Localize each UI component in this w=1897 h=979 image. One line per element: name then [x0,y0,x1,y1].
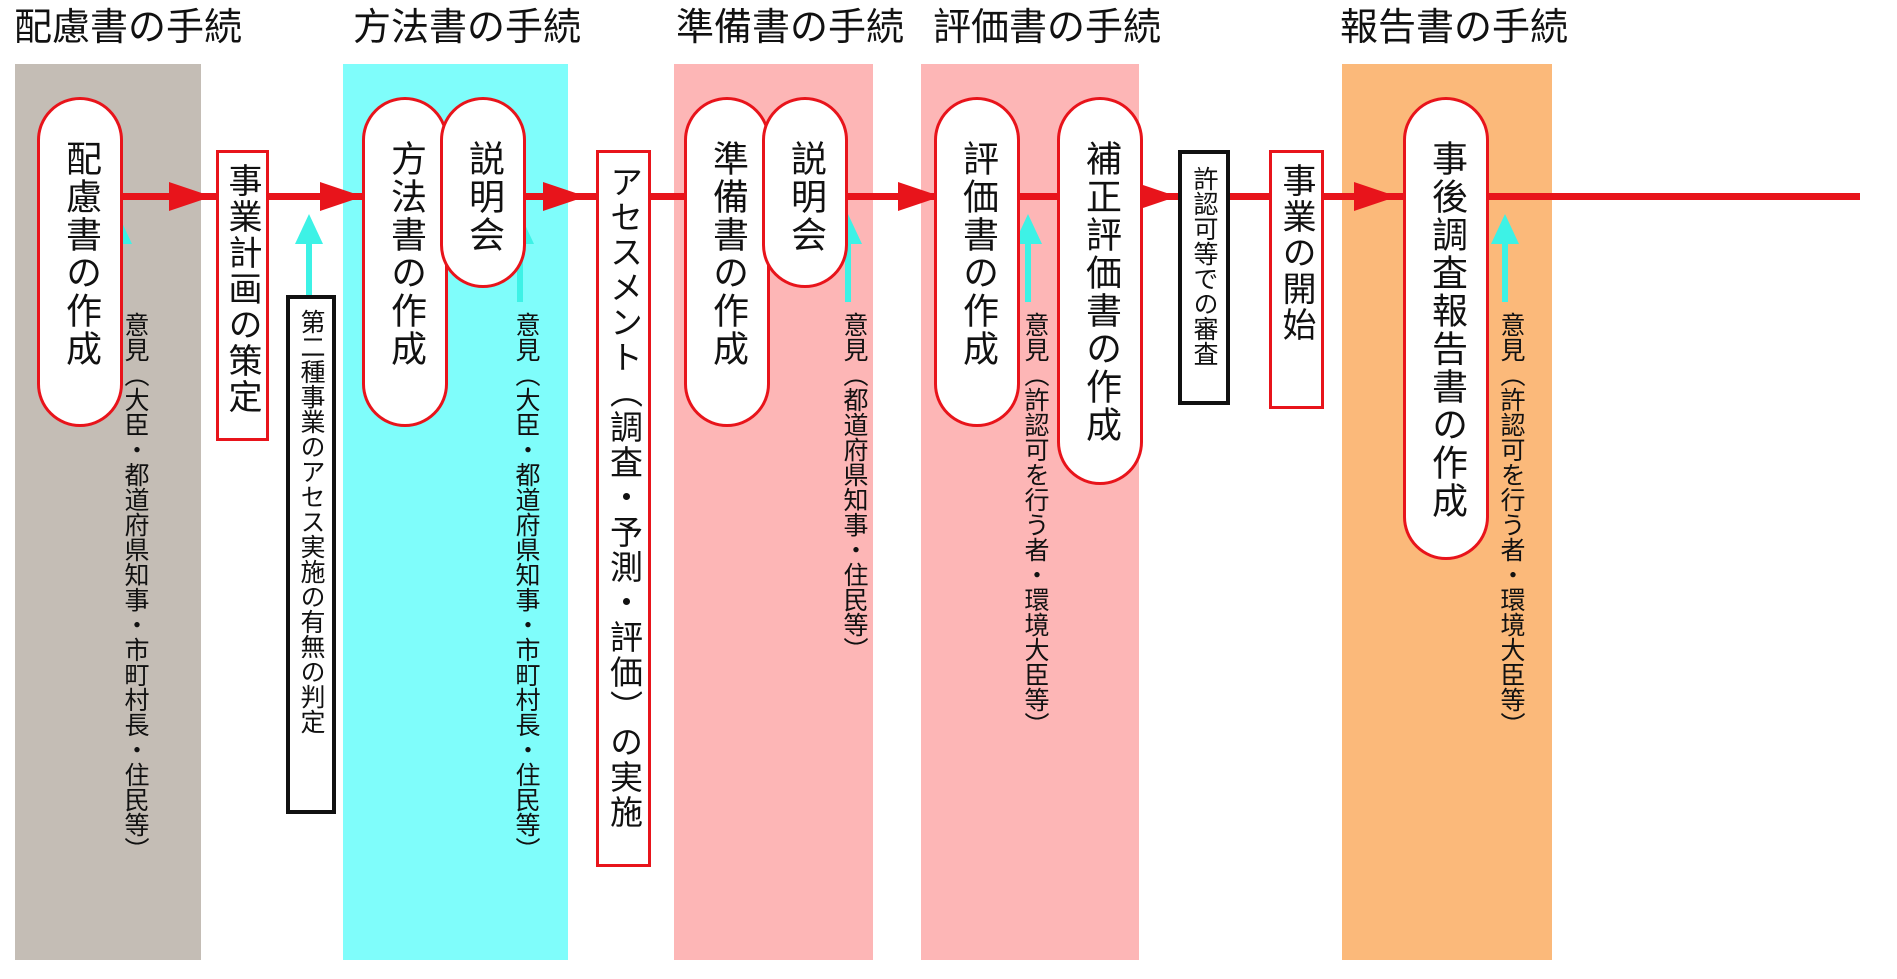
node-assessment: アセスメント（調査・予測・評価）の実施 [596,150,651,867]
node-jigyo-keikaku: 事業計画の策定 [216,150,269,441]
node-jigyo-kaishi: 事業の開始 [1269,150,1324,409]
opinion-note-2: 意見（大臣・都道府県知事・市町村長・住民等） [512,312,541,862]
node-daini-shu-hantei: 第二種事業のアセス実施の有無の判定 [286,295,336,814]
flow-arrowhead [543,182,586,211]
opinion-note-3: 意見（都道府県知事・住民等） [840,312,869,662]
node-hoho-sakusei: 方法書の作成 [362,97,448,427]
opinion-arrow-6 [1491,214,1519,302]
stage-title-hairyo: 配慮書の手続 [14,5,243,49]
node-jigo-chosa-sakusei: 事後調査報告書の作成 [1403,97,1489,560]
opinion-note-1: 意見（大臣・都道府県知事・市町村長・住民等） [121,312,150,862]
node-setsumeikai-1: 説明会 [440,97,526,288]
stage-title-junbi: 準備書の手続 [676,5,905,49]
node-hairyo-sakusei: 配慮書の作成 [37,97,123,427]
flow-arrowhead [169,182,212,211]
stage-title-hokoku: 報告書の手続 [1340,5,1569,49]
opinion-note-4: 意見（許認可を行う者・環境大臣等） [1021,312,1050,737]
node-junbi-sakusei: 準備書の作成 [684,97,770,427]
node-hosei-hyoka-sakusei: 補正評価書の作成 [1057,97,1143,485]
opinion-note-5: 意見（許認可を行う者・環境大臣等） [1497,312,1526,737]
opinion-arrow-5 [1014,214,1042,302]
stage-title-hyoka: 評価書の手続 [933,5,1162,49]
stage-title-hoho: 方法書の手続 [353,5,582,49]
flow-arrowhead [898,182,941,211]
node-hyoka-sakusei: 評価書の作成 [934,97,1020,427]
flow-arrowhead [320,182,363,211]
node-kyoninka-shinsa: 許認可等での審査 [1178,150,1230,405]
node-setsumeikai-2: 説明会 [762,97,848,288]
flow-arrowhead [1354,182,1397,211]
opinion-arrow-2 [295,214,323,302]
flow-arrowhead [1134,182,1177,211]
